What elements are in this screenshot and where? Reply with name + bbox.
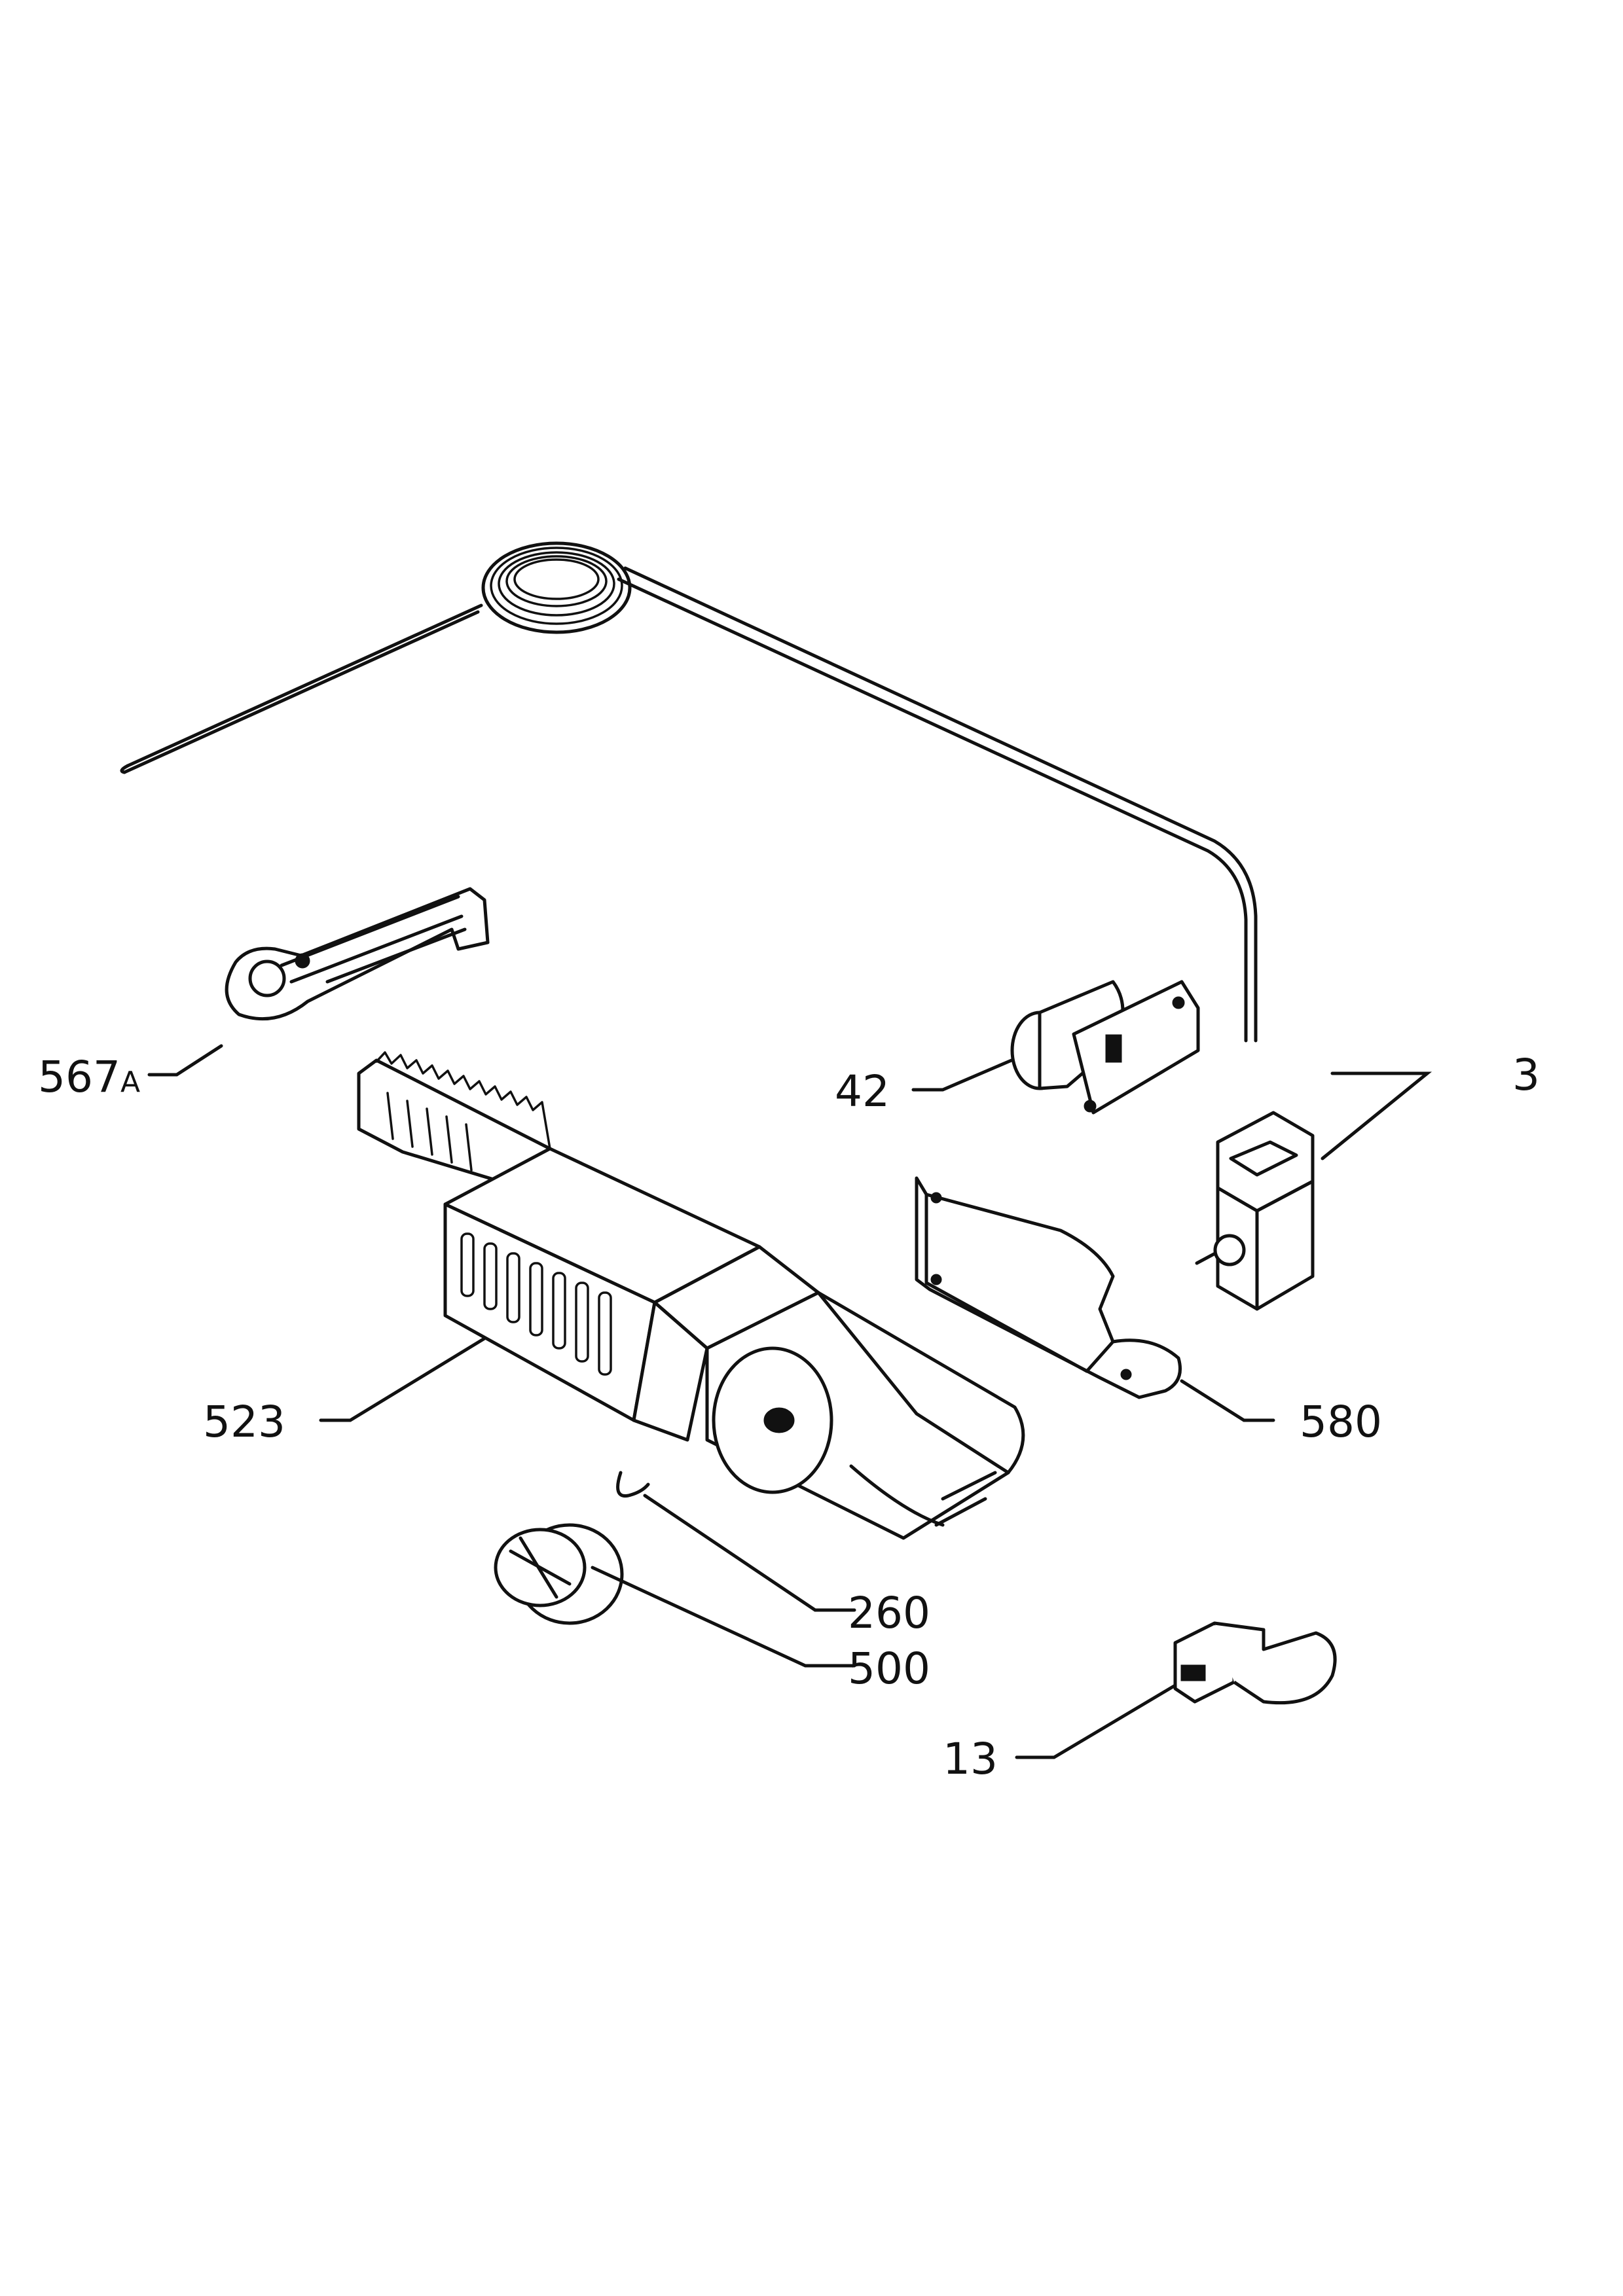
lever-part-567a: [225, 887, 490, 1021]
label-42: 42: [835, 1066, 890, 1117]
leader-260: [643, 1494, 856, 1612]
label-260: 260: [848, 1588, 930, 1638]
part-labels: 567A 42 3 523 580 260 500 13: [38, 1050, 1540, 1784]
label-567a: 567A: [38, 1052, 140, 1102]
lamp-holder-part-13: [1173, 1621, 1337, 1705]
leader-3: [1321, 1071, 1432, 1160]
clip-part-260: [616, 1471, 650, 1498]
leader-580: [1180, 1379, 1275, 1422]
control-housing-523: [357, 1051, 1025, 1540]
label-500: 500: [848, 1643, 930, 1694]
leader-13: [1015, 1683, 1177, 1759]
thermostat-part-3: [1195, 1111, 1315, 1311]
label-3: 3: [1512, 1050, 1540, 1100]
housing-vents: [460, 1232, 612, 1376]
label-580: 580: [1300, 1397, 1382, 1447]
knob-part-500: [494, 1523, 624, 1625]
leader-42: [911, 1058, 1013, 1092]
capillary-tube: [120, 541, 1258, 1043]
switch-part-42: [1010, 980, 1200, 1115]
plate-part-580: [915, 1176, 1182, 1399]
leader-lines: [147, 1044, 1432, 1759]
label-13: 13: [943, 1734, 998, 1784]
label-523: 523: [203, 1397, 285, 1447]
leader-523: [319, 1336, 486, 1422]
leader-500: [591, 1566, 856, 1668]
leader-567a: [147, 1044, 223, 1077]
